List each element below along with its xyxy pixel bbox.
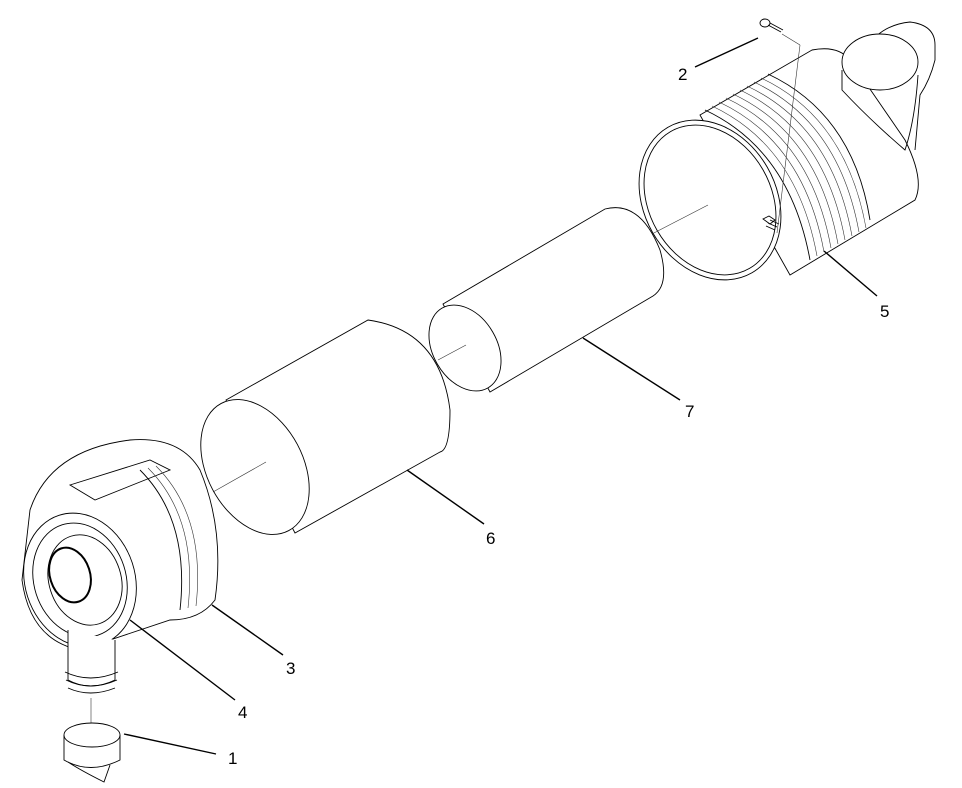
callout-4: 4 (238, 703, 248, 722)
callout-1: 1 (228, 749, 238, 768)
end-cover-part (21, 439, 219, 730)
leader-lines (123, 37, 878, 755)
callout-6: 6 (486, 529, 496, 548)
callout-5: 5 (880, 302, 890, 321)
callout-7: 7 (685, 402, 695, 421)
primary-filter-part (200, 319, 451, 535)
valve-cap-part (63, 722, 121, 783)
screw-part (762, 44, 801, 234)
screw-icon (759, 18, 801, 46)
callout-2: 2 (678, 65, 688, 84)
housing-ribs (704, 73, 871, 261)
housing-part (638, 21, 936, 281)
callout-3: 3 (286, 659, 296, 678)
safety-filter-part (428, 207, 665, 393)
